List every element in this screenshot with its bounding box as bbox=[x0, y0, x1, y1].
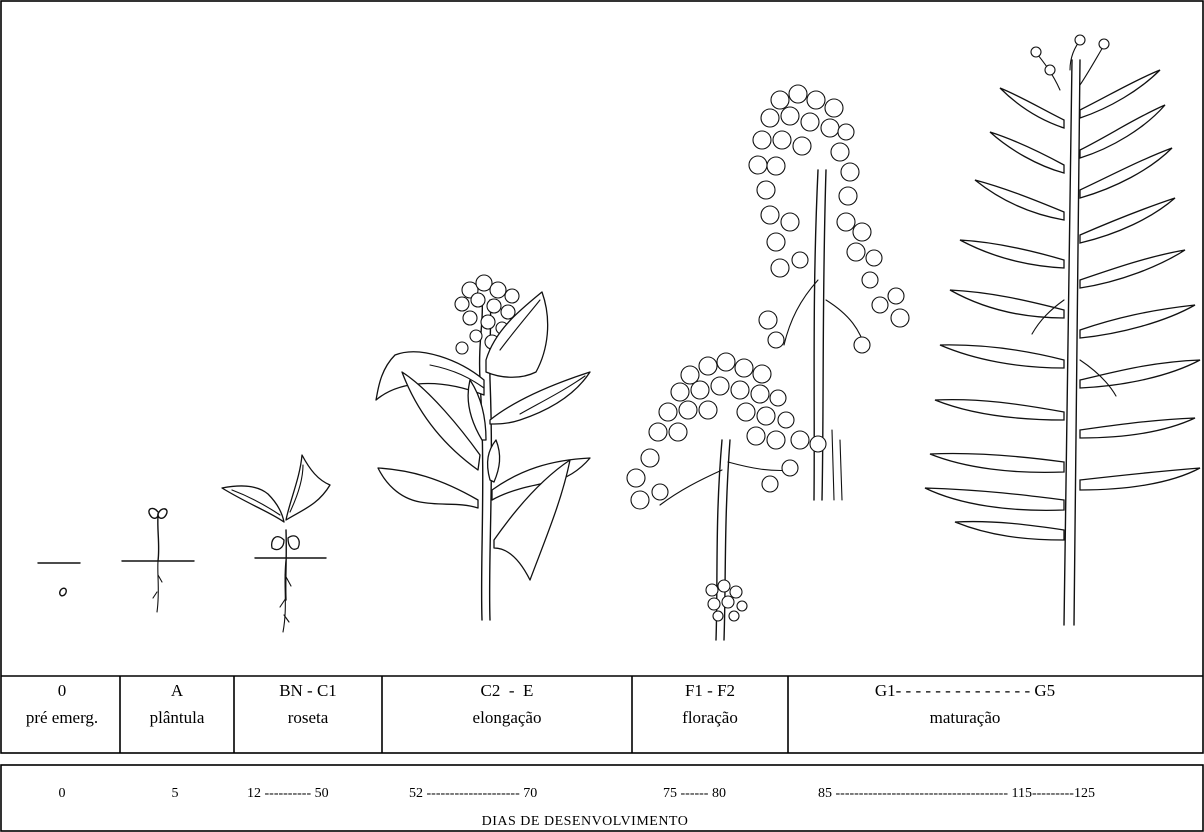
day-label-12-50: 12 ---------- 50 bbox=[247, 786, 329, 801]
stage-g1-g5-code: G1- - - - - - - - - - - - - - G5 bbox=[875, 681, 1055, 700]
stage-f1-f2-code: F1 - F2 bbox=[685, 681, 735, 700]
day-label-75-80: 75 ------ 80 bbox=[663, 786, 726, 801]
stage-g1-g5-name: maturação bbox=[930, 708, 1001, 727]
seed-below-ground-icon bbox=[38, 563, 80, 597]
stage-bn-c1-code: BN - C1 bbox=[279, 681, 337, 700]
day-label-5: 5 bbox=[172, 786, 179, 801]
stage-a-code: A bbox=[171, 681, 184, 700]
stage-a-name: plântula bbox=[150, 708, 205, 727]
illustration-panel-frame bbox=[1, 1, 1203, 753]
stage-0-name: pré emerg. bbox=[26, 708, 98, 727]
stage-c2-e-code: C2 - E bbox=[481, 681, 534, 700]
day-label-0: 0 bbox=[59, 786, 66, 801]
elongating-plant-icon bbox=[376, 275, 590, 620]
stage-bn-c1-name: roseta bbox=[288, 708, 329, 727]
day-label-85-125: 85 -------------------------------------… bbox=[818, 786, 1095, 801]
flowering-plant-icon bbox=[627, 85, 909, 640]
day-label-52-70: 52 -------------------- 70 bbox=[409, 786, 537, 801]
seedling-icon bbox=[122, 508, 194, 612]
stage-0-code: 0 bbox=[58, 681, 67, 700]
rosette-plant-icon bbox=[222, 455, 330, 632]
days-axis-title: DIAS DE DESENVOLVIMENTO bbox=[482, 814, 689, 829]
stage-c2-e-name: elongação bbox=[473, 708, 542, 727]
stage-f1-f2-name: floração bbox=[682, 708, 738, 727]
mature-plant-with-pods-icon bbox=[925, 35, 1200, 625]
